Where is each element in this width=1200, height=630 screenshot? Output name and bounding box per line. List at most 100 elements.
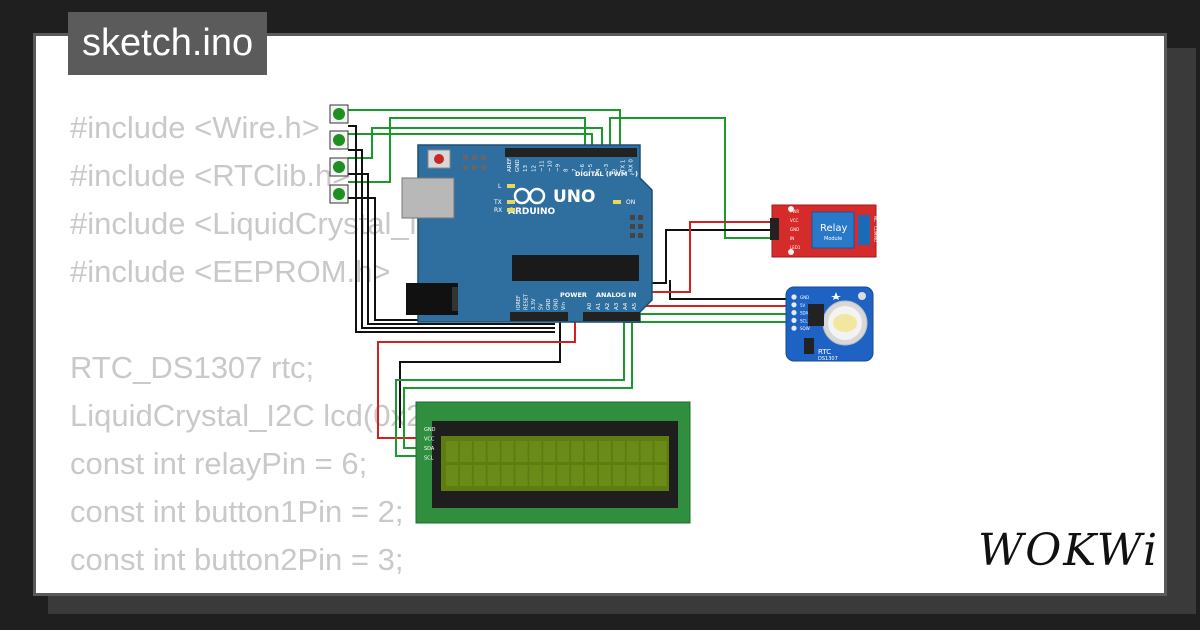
analog-pin-label: A5 bbox=[632, 302, 638, 310]
lcd-cell bbox=[529, 465, 542, 486]
led-on bbox=[613, 200, 621, 204]
lcd-cell bbox=[515, 441, 528, 462]
rtc-pin[interactable] bbox=[791, 302, 797, 308]
relay-right-pin-label: COM bbox=[873, 226, 878, 236]
lcd-cell bbox=[654, 465, 667, 486]
wokwi-logo[interactable]: WOKWi bbox=[978, 525, 1160, 576]
digital-pin-label: RX 0 bbox=[629, 159, 635, 172]
digital-pin-label: ~6 bbox=[580, 163, 586, 172]
lcd-cell bbox=[515, 465, 528, 486]
power-pin-label: IOREF bbox=[516, 295, 522, 310]
analog-pin-label: A2 bbox=[605, 303, 611, 310]
analog-pin-label: A0 bbox=[587, 302, 593, 310]
star-icon bbox=[831, 292, 841, 300]
relay-pin-label: LED1 bbox=[790, 245, 801, 250]
led-rx bbox=[507, 208, 515, 212]
power-pin-label: 3.3V bbox=[531, 298, 537, 310]
rtc-pin[interactable] bbox=[791, 325, 797, 331]
lcd-cell bbox=[626, 465, 639, 486]
lcd-cell bbox=[529, 441, 542, 462]
lcd-cell bbox=[557, 465, 570, 486]
relay-right-pin-label: NO bbox=[873, 236, 878, 242]
relay-label: Relay bbox=[820, 223, 848, 234]
digital-pin-label: 13 bbox=[523, 165, 529, 172]
power-label: POWER bbox=[560, 291, 587, 299]
lcd-cell bbox=[640, 465, 653, 486]
lcd-cell bbox=[571, 465, 584, 486]
lcd-cell bbox=[473, 465, 486, 486]
relay-pin-label: VCC bbox=[790, 218, 799, 223]
sketch-title[interactable]: sketch.ino bbox=[68, 12, 268, 75]
analog-label: ANALOG IN bbox=[596, 291, 636, 299]
digital-pin-label: TX 1 bbox=[620, 160, 626, 173]
digital-pin-label: ~10 bbox=[548, 160, 554, 172]
code-line: const int relayPin = 6; bbox=[70, 446, 368, 481]
board-name: UNO bbox=[553, 187, 595, 207]
lcd-cell bbox=[543, 441, 556, 462]
relay-pin-label: PWR bbox=[790, 209, 799, 214]
digital-label: DIGITAL (PWM ~) bbox=[575, 170, 638, 178]
lcd-cell bbox=[626, 441, 639, 462]
lcd-cell bbox=[446, 465, 458, 486]
digital-pin-label: 4 bbox=[596, 168, 602, 172]
wires bbox=[348, 109, 792, 457]
digital-pin-label: AREF bbox=[507, 158, 513, 172]
push-button-4[interactable] bbox=[329, 184, 349, 204]
push-buttons bbox=[329, 104, 349, 204]
digital-pin-label: 8 bbox=[564, 168, 570, 172]
rtc-pin-label: 5V bbox=[800, 303, 806, 308]
board-brand: ARDUINO bbox=[508, 207, 556, 217]
rtc-pin-label: SDA bbox=[800, 311, 809, 316]
rtc-sub: DS1307 bbox=[818, 356, 838, 362]
lcd-pin-label: GND bbox=[424, 427, 436, 433]
led-l bbox=[507, 184, 515, 188]
analog-pin-label: A3 bbox=[614, 302, 620, 310]
code-line: RTC_DS1307 rtc; bbox=[70, 350, 315, 385]
lcd-cell bbox=[598, 465, 611, 486]
lcd-cell bbox=[459, 465, 472, 486]
rtc-pin[interactable] bbox=[791, 317, 797, 323]
code-line: #include <EEPROM.h> bbox=[70, 254, 391, 289]
code-line: const int button3Pin = 4; bbox=[70, 584, 546, 593]
lcd-cell bbox=[501, 465, 514, 486]
arduino-uno-board[interactable]: UNO ARDUINO DIGITAL (PWM ~) ANALOG IN PO… bbox=[401, 144, 653, 323]
rtc-pin[interactable] bbox=[791, 294, 797, 300]
lcd-cell bbox=[585, 465, 597, 486]
rtc-pin-label: SCL bbox=[800, 318, 808, 323]
lcd-cell bbox=[571, 441, 584, 462]
code-line: #include <Wire.h> bbox=[70, 110, 320, 145]
push-button-1[interactable] bbox=[329, 104, 349, 124]
code-line: #include <RTClib.h> bbox=[70, 158, 351, 193]
arduino-infinity-logo bbox=[513, 187, 546, 205]
digital-pin-label: ~5 bbox=[588, 163, 594, 172]
push-button-3[interactable] bbox=[329, 157, 349, 177]
power-pin-label: Vin bbox=[561, 302, 567, 310]
digital-pin-label: ~9 bbox=[556, 163, 562, 172]
lcd-cell bbox=[473, 441, 486, 462]
rtc-pin[interactable] bbox=[791, 310, 797, 316]
lcd-character-cells bbox=[446, 441, 667, 486]
digital-pin-label: 12 bbox=[531, 165, 537, 172]
lcd-cell bbox=[612, 441, 625, 462]
lcd-cell bbox=[446, 441, 458, 462]
code-line: const int button2Pin = 3; bbox=[70, 542, 404, 577]
relay-right-pin-label: NC bbox=[873, 216, 878, 222]
power-pin-label: 5V bbox=[539, 303, 545, 310]
rtc-pin-label: SQW bbox=[800, 326, 810, 331]
push-button-2[interactable] bbox=[329, 130, 349, 150]
digital-pin-label: 2 bbox=[612, 169, 618, 173]
power-pin-label: GND bbox=[554, 298, 560, 310]
power-pin-label: GND bbox=[546, 298, 552, 310]
power-pin-label: RESET bbox=[524, 293, 530, 310]
lcd-cell bbox=[543, 465, 556, 486]
